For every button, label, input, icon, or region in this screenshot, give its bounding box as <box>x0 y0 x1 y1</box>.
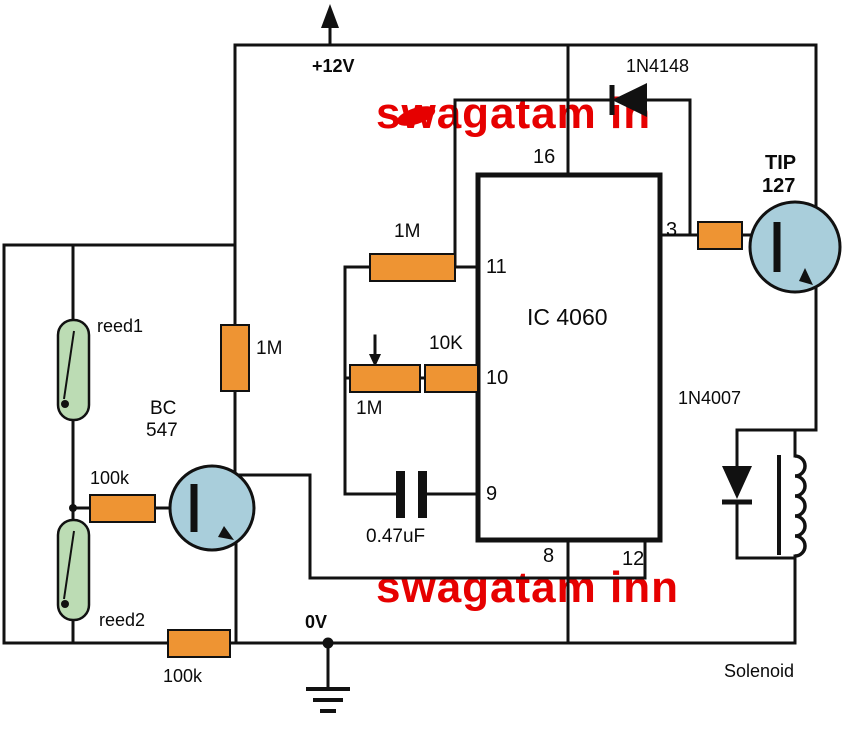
reed-switch-1 <box>56 318 91 422</box>
transistor-bc547 <box>168 464 256 552</box>
resistor-tip-base <box>697 221 743 250</box>
ground-symbol-icon <box>306 687 350 713</box>
supply-arrow-icon <box>321 4 339 28</box>
resistor-100k-bottom <box>167 629 231 658</box>
resistor-10k <box>424 364 479 393</box>
circuit-wires <box>2 12 818 690</box>
resistor-100k-base <box>89 494 156 523</box>
resistor-1m-pullup <box>220 324 250 392</box>
transistor-tip127 <box>748 200 842 294</box>
resistor-1m-timing <box>369 253 456 282</box>
resistor-pot-1m <box>349 364 421 393</box>
junction-dot-reeds <box>69 504 77 512</box>
reed-switch-2 <box>56 518 91 622</box>
capacitor-047uf <box>396 471 427 518</box>
watermark-brush-icon <box>396 106 436 126</box>
diode-1n4007 <box>722 466 752 505</box>
junction-dot-ground <box>322 637 334 649</box>
ic-4060-body <box>475 172 663 543</box>
solenoid-coil <box>777 454 807 558</box>
pot-arrow-icon <box>369 354 381 367</box>
diode-1n4148 <box>609 83 647 117</box>
watermark-bottom: swagatam inn <box>376 563 679 612</box>
